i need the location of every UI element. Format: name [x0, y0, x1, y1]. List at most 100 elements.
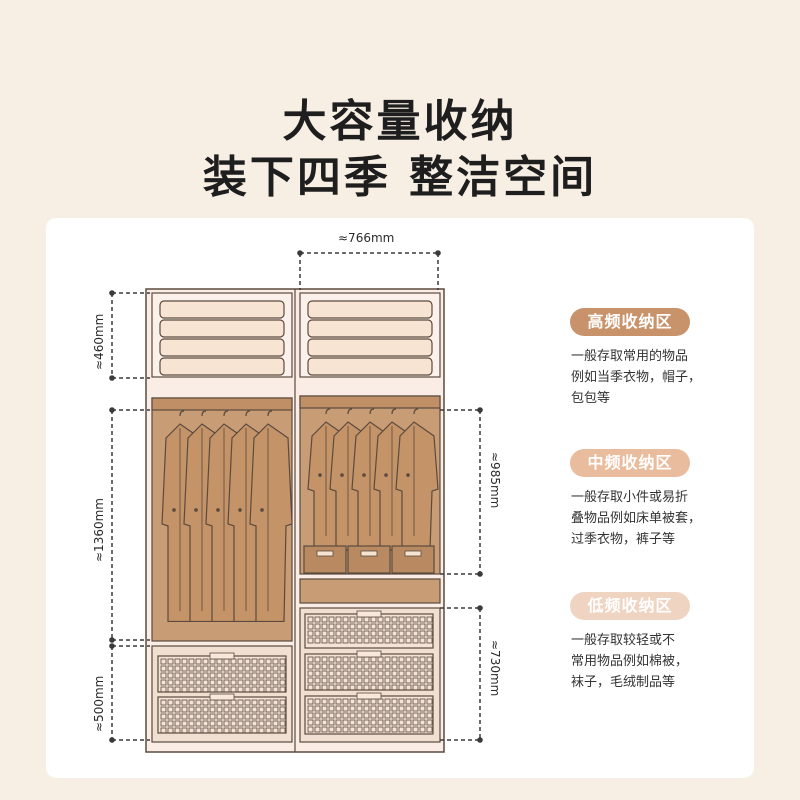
mesh-cell [223, 720, 230, 727]
mesh-cell [272, 672, 279, 679]
mesh-cell [419, 719, 426, 726]
mesh-cell [251, 720, 258, 727]
mesh-cell [167, 727, 174, 734]
dimension-endpoint-dot [109, 637, 115, 643]
mesh-cell [398, 712, 405, 719]
mesh-cell [321, 663, 328, 670]
mesh-cell [384, 656, 391, 663]
mesh-cell [314, 656, 321, 663]
hanging-coats-group [161, 408, 439, 623]
mesh-cell [258, 706, 265, 713]
mesh-cell [321, 623, 328, 630]
mesh-cell [328, 637, 335, 644]
mesh-cell [370, 663, 377, 670]
zone-desc-low: 一般存取较轻或不 常用物品例如棉被， 袜子，毛绒制品等 [571, 630, 741, 693]
mesh-cell [419, 637, 426, 644]
storage-box [391, 545, 435, 574]
folded-clothes-item [159, 338, 285, 357]
mesh-cell [209, 727, 216, 734]
mesh-cell [216, 713, 223, 720]
mesh-cell [426, 637, 433, 644]
zone-desc-line: 常用物品例如棉被， [571, 654, 689, 669]
mesh-cell [251, 686, 258, 693]
zone-badge-high: 高频收纳区 [570, 308, 690, 336]
mesh-cell [272, 727, 279, 734]
mesh-cell [230, 672, 237, 679]
mesh-cell [321, 705, 328, 712]
mesh-cell [174, 686, 181, 693]
mesh-cell [321, 712, 328, 719]
mesh-cell [363, 623, 370, 630]
mesh-cell [230, 665, 237, 672]
coat-button [362, 473, 366, 477]
mesh-cell [202, 727, 209, 734]
mesh-cell [349, 656, 356, 663]
mesh-cell [314, 637, 321, 644]
mesh-cell [314, 623, 321, 630]
mesh-cell [405, 656, 412, 663]
mesh-cell [258, 720, 265, 727]
mesh-cell [160, 679, 167, 686]
mesh-cell [237, 706, 244, 713]
mesh-cell [370, 684, 377, 691]
mesh-cell [265, 713, 272, 720]
mesh-cell [216, 686, 223, 693]
mesh-cell [195, 672, 202, 679]
mesh-cell [272, 665, 279, 672]
mesh-cell [160, 713, 167, 720]
storage-box [303, 545, 347, 574]
mesh-cell [181, 672, 188, 679]
mesh-cell [230, 706, 237, 713]
mesh-cell [314, 684, 321, 691]
mesh-cell [384, 698, 391, 705]
mesh-cell [195, 727, 202, 734]
mesh-cell [314, 712, 321, 719]
mesh-cell [419, 726, 426, 733]
mesh-cell [335, 630, 342, 637]
mesh-cell [384, 726, 391, 733]
mesh-cell [265, 658, 272, 665]
mesh-cell [237, 727, 244, 734]
mesh-cell [391, 698, 398, 705]
mesh-cell [370, 637, 377, 644]
mesh-cell [328, 623, 335, 630]
dimension-endpoint-dot [435, 250, 441, 256]
mesh-cell [167, 679, 174, 686]
mesh-cell [251, 706, 258, 713]
mesh-cell [167, 720, 174, 727]
zone-desc-line: 一般存取常用的物品 [571, 349, 689, 364]
mesh-cell [412, 698, 419, 705]
mesh-cell [209, 665, 216, 672]
mesh-cell [188, 706, 195, 713]
mesh-cell [412, 726, 419, 733]
mesh-cell [412, 712, 419, 719]
mesh-cell [342, 698, 349, 705]
mesh-cell [230, 713, 237, 720]
mesh-cell [272, 720, 279, 727]
hanger-hook [325, 408, 331, 415]
mesh-cell [244, 658, 251, 665]
mesh-cell [328, 670, 335, 677]
mesh-cell [321, 684, 328, 691]
mesh-cell [307, 726, 314, 733]
mesh-cell [426, 712, 433, 719]
mesh-cell [426, 670, 433, 677]
mesh-cell [426, 719, 433, 726]
coat-button [238, 508, 242, 512]
mesh-cell [363, 663, 370, 670]
mesh-cell [370, 670, 377, 677]
mesh-cell [412, 677, 419, 684]
mesh-cell [349, 684, 356, 691]
mesh-cell [391, 656, 398, 663]
mesh-cell [209, 706, 216, 713]
mesh-cell [160, 665, 167, 672]
mesh-cell [202, 672, 209, 679]
mesh-cell [223, 665, 230, 672]
mesh-cell [195, 699, 202, 706]
mesh-cell [363, 670, 370, 677]
mesh-cell [209, 686, 216, 693]
mesh-cell [223, 713, 230, 720]
mesh-cell [349, 630, 356, 637]
mesh-cell [195, 720, 202, 727]
mesh-cell [160, 727, 167, 734]
